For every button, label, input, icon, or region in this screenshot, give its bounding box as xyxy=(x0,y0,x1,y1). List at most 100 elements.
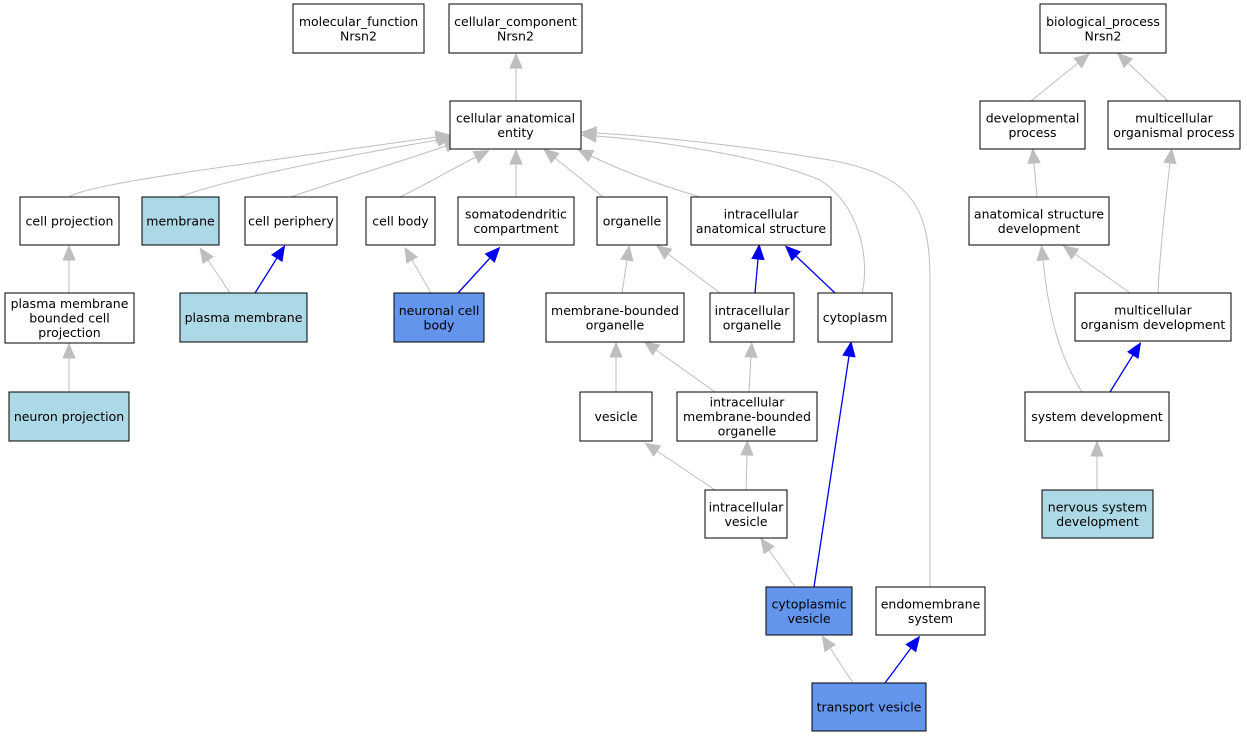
node-label-line: organelle xyxy=(723,317,782,332)
edge-intracellular_organelle-to-intracellular_anatomical_structure xyxy=(751,243,765,294)
node-label-line: multicellular xyxy=(1114,302,1193,317)
node-layer: molecular_functionNrsn2cellular_componen… xyxy=(4,3,1241,732)
edge-neuronal_cell_body-to-somatodendritic_compartment xyxy=(457,246,501,294)
node-cytoplasm[interactable]: cytoplasm xyxy=(817,292,893,343)
edge-line xyxy=(1157,162,1171,294)
node-plasma-membrane[interactable]: plasma membrane xyxy=(179,292,308,343)
node-vesicle[interactable]: vesicle xyxy=(579,391,653,442)
node-label-line: molecular_function xyxy=(299,14,418,29)
edge-line xyxy=(1109,354,1134,393)
edge-arrowhead xyxy=(643,341,661,356)
node-transport-vesicle[interactable]: transport vesicle xyxy=(811,682,927,732)
edge-arrowhead xyxy=(760,537,775,555)
node-box xyxy=(1024,391,1170,442)
node-organelle[interactable]: organelle xyxy=(596,196,668,246)
node-box xyxy=(968,196,1110,246)
edge-cytoplasmic_vesicle-to-cytoplasm xyxy=(813,340,856,588)
edge-layer xyxy=(62,52,1177,684)
node-cell-projection[interactable]: cell projection xyxy=(19,196,120,246)
edge-intracellular_mb_organelle-to-intracellular_organelle xyxy=(744,341,758,393)
node-membrane[interactable]: membrane xyxy=(141,196,220,246)
node-neuron-projection[interactable]: neuron projection xyxy=(8,391,130,442)
edge-line xyxy=(1074,253,1131,294)
edge-line xyxy=(411,259,432,294)
node-label-line: developmental xyxy=(986,110,1080,125)
edge-arrowhead xyxy=(1116,52,1134,69)
edge-multicellular_organism_development-to-multicellular_organismal_process xyxy=(1157,147,1177,294)
node-box xyxy=(1041,489,1154,539)
node-label-line: intracellular xyxy=(715,303,791,318)
edge-cell_periphery-to-cellular_anatomical_entity xyxy=(290,139,461,198)
node-box xyxy=(979,100,1086,150)
edge-line xyxy=(1127,62,1169,102)
edge-multicellular_organism_development-to-anatomical_structure_development xyxy=(1062,245,1131,294)
node-box xyxy=(545,292,685,343)
node-box xyxy=(690,196,832,246)
edge-arrowhead xyxy=(1126,342,1142,359)
node-label-line: process xyxy=(1008,125,1056,140)
edge-arrowhead xyxy=(744,341,758,358)
edge-line xyxy=(254,257,278,294)
edge-line xyxy=(884,647,912,684)
edge-line xyxy=(1033,162,1038,198)
node-label-line: neuron projection xyxy=(14,409,124,424)
edge-developmental_process-to-biological_process xyxy=(1030,53,1090,102)
node-box xyxy=(292,3,425,54)
edge-line xyxy=(179,139,439,198)
node-label-line: cell body xyxy=(372,214,429,229)
edge-cellular_anatomical_entity-to-cellular_component xyxy=(509,52,523,101)
node-box xyxy=(1107,100,1241,150)
node-label-line: projection xyxy=(38,325,100,340)
node-box xyxy=(365,196,436,246)
node-system-development[interactable]: system development xyxy=(1024,391,1170,442)
node-cell-body[interactable]: cell body xyxy=(365,196,436,246)
node-label-line: endomembrane xyxy=(881,596,981,611)
node-box xyxy=(4,292,135,344)
node-box xyxy=(393,292,485,343)
node-cell-periphery[interactable]: cell periphery xyxy=(244,196,338,246)
node-label-line: Nrsn2 xyxy=(1085,28,1122,43)
edge-intracellular_anatomical_structure-to-cellular_anatomical_entity xyxy=(577,149,701,198)
edge-arrowhead xyxy=(509,52,523,69)
node-box xyxy=(704,489,788,539)
node-label-line: Nrsn2 xyxy=(340,28,377,43)
node-box xyxy=(179,292,308,343)
edge-system_development-to-anatomical_structure_development xyxy=(1036,244,1083,393)
node-label-line: entity xyxy=(497,125,534,140)
edge-line xyxy=(595,135,865,294)
edge-line xyxy=(829,647,854,684)
node-box xyxy=(596,196,668,246)
edge-arrowhead xyxy=(199,247,214,265)
edge-arrowhead xyxy=(751,243,765,261)
node-box xyxy=(141,196,220,246)
edge-membrane_bounded_organelle-to-organelle xyxy=(620,244,634,294)
node-label-line: vesicle xyxy=(594,409,637,424)
edge-line xyxy=(1030,62,1079,102)
node-box xyxy=(457,196,575,246)
edge-arrowhead xyxy=(472,150,490,164)
node-label-line: anatomical structure xyxy=(974,206,1104,221)
node-label-line: organelle xyxy=(603,214,662,229)
node-label-line: cytoplasmic xyxy=(772,596,847,611)
node-label-line: body xyxy=(424,317,456,332)
node-label-line: organelle xyxy=(586,317,645,332)
